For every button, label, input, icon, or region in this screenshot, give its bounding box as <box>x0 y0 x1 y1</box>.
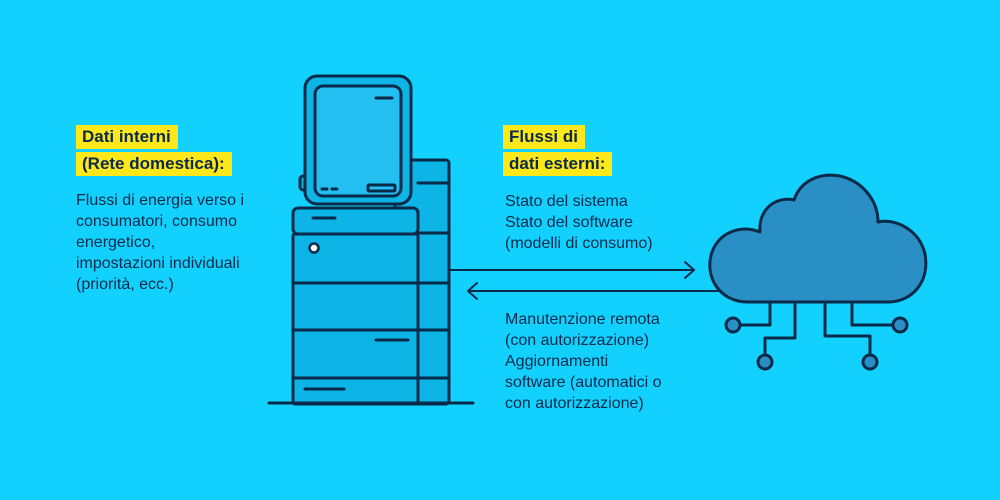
text-line: Manutenzione remota <box>505 311 660 328</box>
internal-data-description: Flussi di energia verso i consumatori, c… <box>76 190 244 295</box>
text-line: Flussi di energia verso i <box>76 192 245 209</box>
incoming-data-arrow <box>467 282 719 300</box>
cloud-icon <box>708 173 928 371</box>
text-line: software (automatici o <box>505 374 662 391</box>
incoming-data-description: Manutenzione remota (con autorizzazione)… <box>505 309 662 414</box>
text-line: consumatori, consumo <box>76 213 237 230</box>
energy-manager-device-icon <box>267 74 475 406</box>
outgoing-data-arrow <box>449 261 695 279</box>
internal-data-heading: Dati interni <box>76 125 178 149</box>
external-data-heading: Flussi di <box>503 125 585 149</box>
text-line: Stato del sistema <box>505 193 628 210</box>
text-line: impostazioni individuali <box>76 255 240 272</box>
text-line: (con autorizzazione) <box>505 332 650 349</box>
outgoing-data-description: Stato del sistema Stato del software (mo… <box>505 191 653 254</box>
text-line: Stato del software <box>505 214 634 231</box>
text-line: con autorizzazione) <box>505 395 644 412</box>
internal-data-subheading: (Rete domestica): <box>76 152 232 176</box>
external-data-subheading: dati esterni: <box>503 152 613 176</box>
text-line: energetico, <box>76 234 156 251</box>
text-line: (priorità, ecc.) <box>76 276 174 293</box>
text-line: (modelli di consumo) <box>505 235 653 252</box>
text-line: Aggiornamenti <box>505 353 609 370</box>
